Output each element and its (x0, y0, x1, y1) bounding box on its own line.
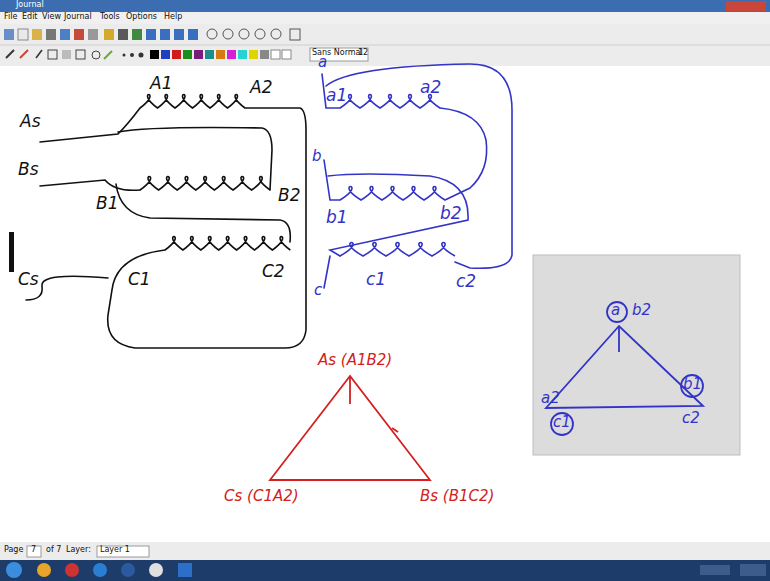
winding-coil (340, 243, 455, 257)
terminal-label: a2 (420, 78, 441, 97)
status-bar (0, 542, 770, 560)
toolbar (0, 24, 770, 66)
status-text: of 7 (46, 546, 61, 555)
menu-item: View (42, 13, 61, 22)
vertex-label: Cs (C1A2) (224, 488, 299, 505)
terminal-label: b1 (326, 208, 348, 227)
font-size: 12 (358, 49, 368, 58)
winding-coil (140, 95, 245, 109)
layer-field (97, 546, 149, 557)
winding-coil (340, 187, 445, 201)
menu-item: File (4, 13, 17, 22)
terminal-label: Cs (18, 270, 39, 289)
menu-item: Tools (100, 13, 120, 22)
terminal-label: c (314, 282, 322, 299)
terminal-label: b (312, 148, 322, 165)
page-marker (9, 232, 14, 272)
secondary-wiring (322, 64, 512, 288)
terminal-label: B1 (96, 194, 118, 213)
status-text: Page (4, 546, 23, 555)
winding-coil (165, 237, 290, 251)
window-buttons (726, 1, 766, 11)
secondary-delta-triangle (546, 302, 703, 435)
layer-name: Layer 1 (100, 546, 130, 555)
page-field (27, 546, 41, 557)
vertex-label: As (A1B2) (318, 352, 392, 369)
winding-coil (140, 177, 270, 191)
toolbar-icons (4, 29, 368, 61)
primary-delta-triangle (270, 376, 430, 480)
grey-panel (533, 255, 740, 455)
vertex-label: a (611, 302, 620, 319)
terminal-label: c1 (366, 270, 386, 289)
menu-bar (0, 12, 770, 24)
terminal-label: A2 (250, 78, 272, 97)
terminal-label: b2 (440, 204, 462, 223)
vertex-label: b1 (683, 376, 702, 393)
toolbar-divider (0, 45, 770, 46)
title-bar (0, 0, 770, 12)
vertex-label: Bs (B1C2) (420, 488, 494, 505)
terminal-label: a (318, 54, 327, 71)
vertex-label: b2 (632, 302, 651, 319)
primary-wiring (26, 108, 306, 348)
taskbar (0, 560, 770, 581)
menu-item: Journal (64, 13, 92, 22)
menu-item: Help (164, 13, 182, 22)
vertex-label: c2 (682, 410, 700, 427)
window-title: Journal (16, 1, 44, 10)
vertex-label: a2 (541, 390, 560, 407)
terminal-label: a1 (326, 86, 347, 105)
taskbar-icons (6, 562, 766, 578)
terminal-label: B2 (278, 186, 300, 205)
terminal-label: As (20, 112, 41, 131)
terminal-label: C2 (262, 262, 285, 281)
status-text: Layer: (66, 546, 91, 555)
menu-item: Options (126, 13, 157, 22)
terminal-label: Bs (18, 160, 39, 179)
menu-item: Edit (22, 13, 38, 22)
vertex-label: c1 (553, 414, 571, 431)
terminal-label: A1 (150, 74, 172, 93)
terminal-label: C1 (128, 270, 151, 289)
page-number: 7 (31, 546, 36, 555)
terminal-label: c2 (456, 272, 476, 291)
